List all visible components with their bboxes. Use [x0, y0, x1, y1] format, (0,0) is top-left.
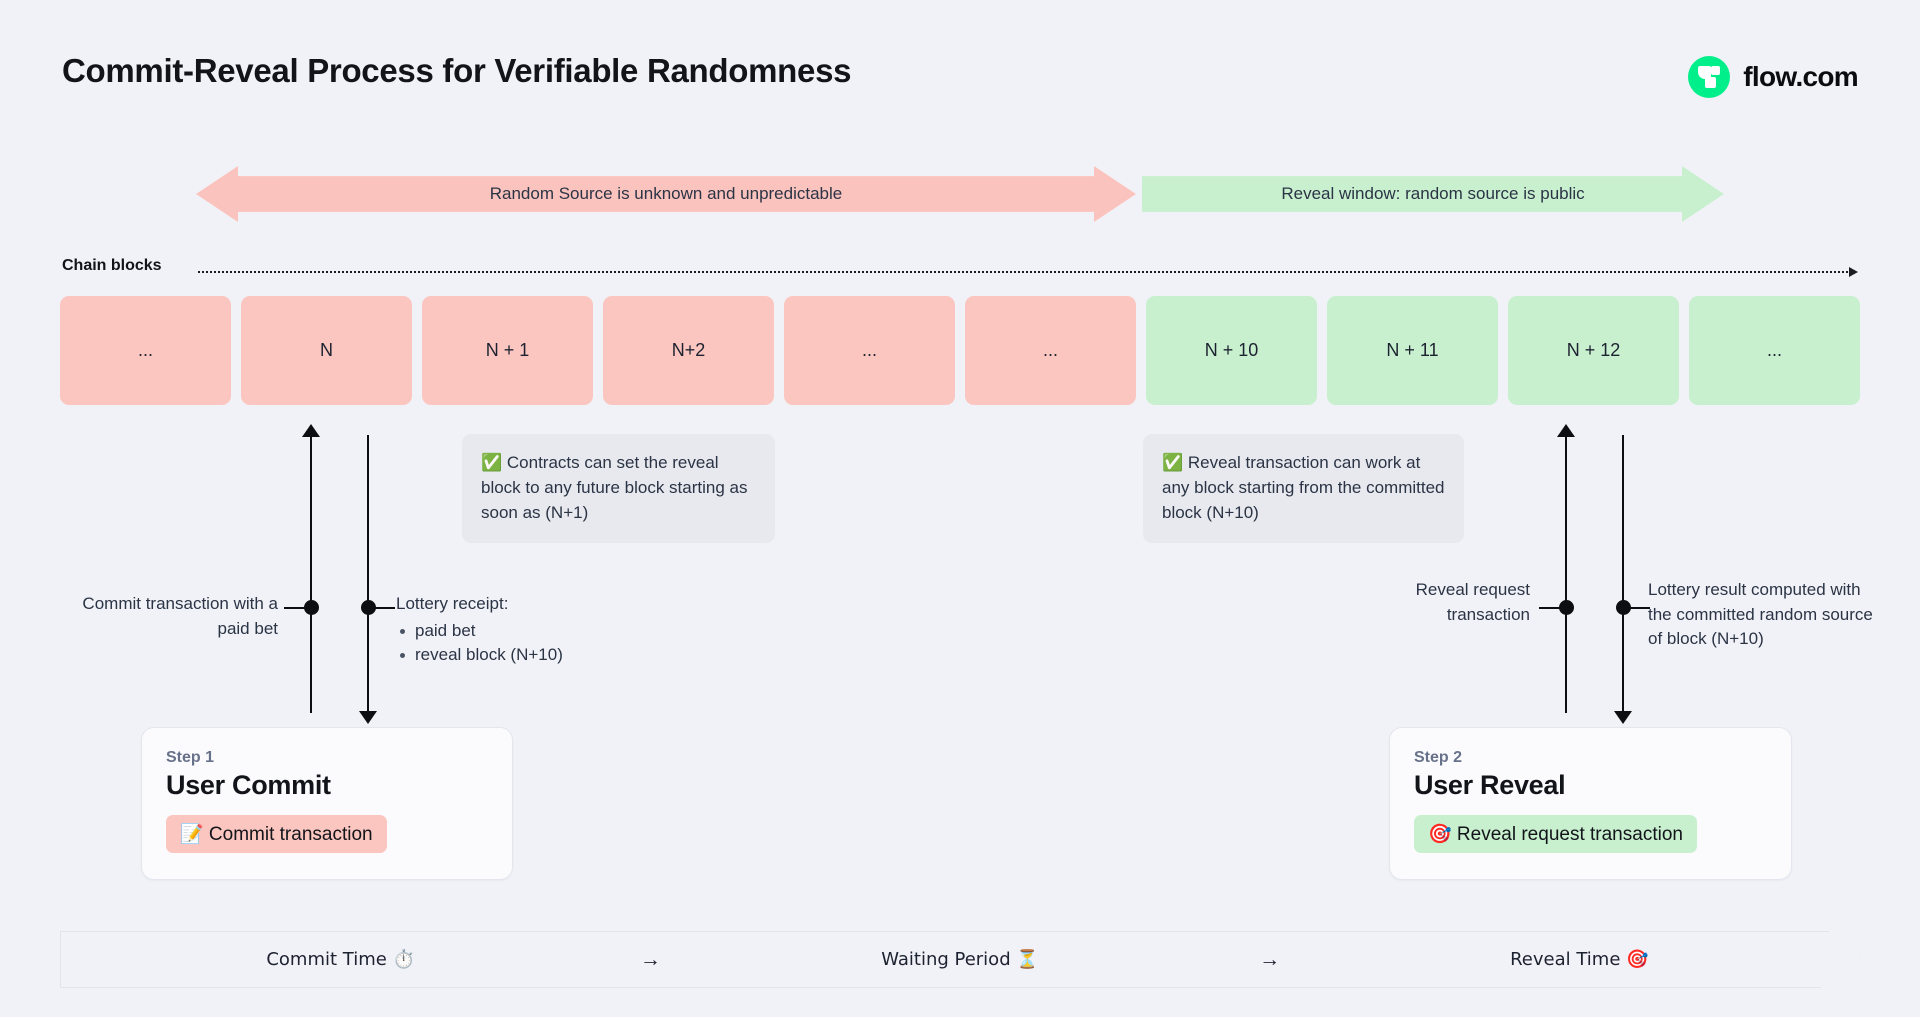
timeline-segment: Commit Time ⏱️	[266, 949, 415, 970]
page-title: Commit-Reveal Process for Verifiable Ran…	[62, 52, 852, 89]
list-item: reveal block (N+10)	[396, 643, 666, 668]
connector-reveal-request	[1539, 424, 1575, 713]
annotation-lottery-result-text: Lottery result computed with the committ…	[1648, 580, 1873, 649]
connector-dot	[303, 600, 319, 615]
connector-stub	[1539, 607, 1565, 609]
callout-reveal-transaction-window: ✅ Reveal transaction can work at any blo…	[1143, 434, 1464, 544]
chain-block: ...	[1689, 296, 1860, 405]
flow-wordmark: flow.com	[1743, 61, 1858, 92]
timeline-segment: Waiting Period ⏳	[881, 949, 1039, 970]
connector-stub	[284, 607, 310, 609]
arrow-down-icon	[1614, 711, 1632, 724]
timeline-arrow-icon: →	[1259, 947, 1281, 971]
step-2-pill-reveal-request-transaction[interactable]: 🎯 Reveal request transaction	[1414, 815, 1697, 853]
chain-block: ...	[784, 296, 955, 405]
banner-reveal-label: Reveal window: random source is public	[1281, 184, 1585, 203]
chain-block: ...	[965, 296, 1136, 405]
flow-mark-icon	[1688, 56, 1731, 98]
step-1-kicker: Step 1	[166, 749, 215, 766]
step-2-kicker: Step 2	[1414, 749, 1463, 766]
annotation-lottery-result: Lottery result computed with the committ…	[1648, 578, 1878, 652]
annotation-commit-transaction: Commit transaction with a paid bet	[60, 592, 278, 641]
chain-block: N + 10	[1146, 296, 1317, 405]
chain-block: N + 11	[1327, 296, 1498, 405]
arrow-down-icon	[359, 711, 377, 724]
step-card-user-commit[interactable]: Step 1 User Commit 📝 Commit transaction	[141, 727, 513, 880]
arrow-up-icon	[302, 424, 320, 437]
step-2-title: User Reveal	[1414, 770, 1566, 800]
timeline-segment: Reveal Time 🎯	[1510, 949, 1649, 970]
flow-logo: flow.com	[1688, 56, 1859, 98]
annotation-reveal-request: Reveal request transaction	[1330, 578, 1530, 627]
connector-dot	[1615, 600, 1631, 615]
banner-reveal-window: Reveal window: random source is public	[1142, 166, 1724, 222]
annotation-lottery-receipt-list: paid bet reveal block (N+10)	[396, 619, 666, 668]
chain-axis-arrow-icon	[198, 267, 1858, 277]
timeline-arrow-icon: →	[639, 947, 661, 971]
connector-commit-transaction	[284, 424, 320, 713]
connector-stub	[369, 607, 395, 609]
banner-unknown-label: Random Source is unknown and unpredictab…	[489, 184, 843, 203]
connector-dot	[360, 600, 376, 615]
step-card-user-reveal[interactable]: Step 2 User Reveal 🎯 Reveal request tran…	[1389, 727, 1792, 880]
list-item: paid bet	[396, 619, 666, 644]
connector-stub	[1624, 607, 1650, 609]
connector-lottery-result	[1614, 435, 1650, 724]
step-1-title: User Commit	[166, 770, 331, 800]
step-1-pill-commit-transaction[interactable]: 📝 Commit transaction	[166, 815, 387, 853]
annotation-lottery-receipt: Lottery receipt: paid bet reveal block (…	[396, 592, 666, 668]
connector-dot	[1558, 600, 1574, 615]
chain-block: N + 12	[1508, 296, 1679, 405]
banner-random-source-unknown: Random Source is unknown and unpredictab…	[196, 166, 1136, 222]
chain-blocks-label: Chain blocks	[62, 257, 162, 274]
chain-block: N	[241, 296, 412, 405]
annotation-commit-transaction-text: Commit transaction with a paid bet	[82, 594, 278, 638]
annotation-lottery-receipt-title: Lottery receipt:	[396, 594, 509, 613]
arrow-up-icon	[1557, 424, 1575, 437]
annotation-reveal-request-text: Reveal request transaction	[1415, 580, 1530, 624]
connector-lottery-receipt	[359, 435, 395, 724]
timeline-bar: Commit Time ⏱️ → Waiting Period ⏳ → Reveal T…	[60, 931, 1860, 988]
callout-contract-reveal-block: ✅ Contracts can set the reveal block to …	[462, 434, 775, 544]
chain-block: N+2	[603, 296, 774, 405]
chain-block: N + 1	[422, 296, 593, 405]
chain-block: ...	[60, 296, 231, 405]
